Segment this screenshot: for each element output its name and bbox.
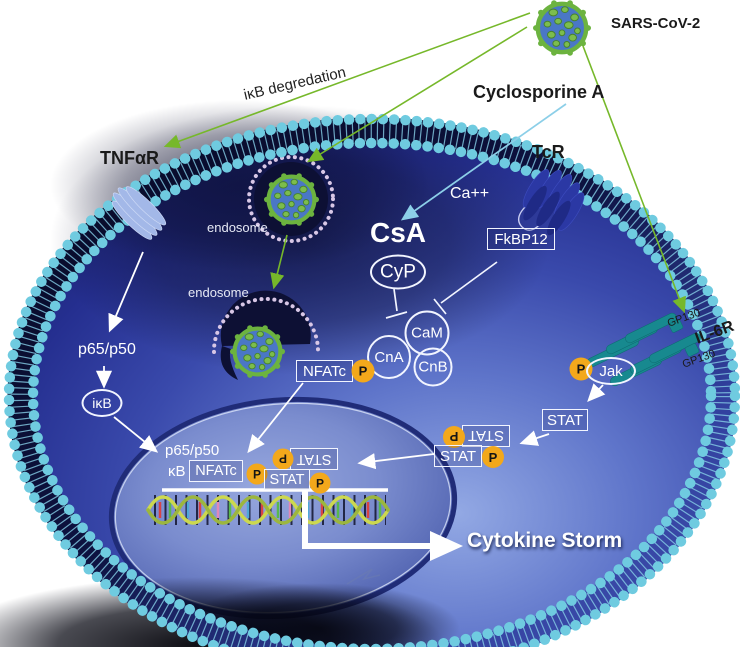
cyp-ellipse: CyP bbox=[370, 254, 426, 290]
tcr-label: TcR bbox=[532, 142, 565, 162]
tnfar-receptor-icon bbox=[111, 186, 167, 240]
ikb-degradation-arrow bbox=[163, 12, 531, 149]
tnfar-signal-arrow bbox=[108, 251, 144, 333]
fkbp12-inhibition-tbar bbox=[433, 261, 498, 315]
p65-cytoplasm-label: p65/p50 bbox=[78, 341, 136, 358]
cyclosporine-csa-arrow bbox=[400, 103, 567, 221]
stat-dimer-bottom-phospho-badge: P bbox=[482, 446, 504, 468]
nfatc-phospho-badge: P bbox=[351, 359, 375, 383]
stat-dimer-bottom-box: STAT bbox=[434, 445, 482, 467]
stat-dimer-top-box: STAT bbox=[462, 425, 510, 447]
ikb-ellipse: iκB bbox=[81, 389, 123, 417]
dimer-nucleus-arrow bbox=[357, 453, 435, 470]
cytokine-storm-arrow bbox=[302, 490, 463, 561]
cnb-circle: CnB bbox=[413, 347, 453, 387]
virus-label: SARS-CoV-2 bbox=[611, 15, 701, 32]
csa-label: CsA bbox=[370, 217, 427, 248]
nfatc-nucleus-phospho-badge: P bbox=[246, 463, 268, 485]
cell-membrane bbox=[3, 113, 740, 647]
kb-site-label: κB bbox=[168, 463, 186, 480]
cyclosporine-label: Cyclosporine A bbox=[473, 82, 605, 102]
nfatc-nucleus-box: NFATc bbox=[189, 460, 243, 482]
cytokine-storm-label: Cytokine Storm bbox=[467, 529, 623, 552]
stat-nucleus-top-box: STAT bbox=[290, 448, 338, 470]
decorative-glyph bbox=[346, 568, 381, 585]
calcium-label: Ca++ bbox=[450, 185, 490, 202]
endosome-top-label: endosome bbox=[207, 220, 268, 235]
stat-nucleus-bottom-phospho-badge: P bbox=[309, 472, 331, 494]
endosome-bottom-label: endosome bbox=[188, 285, 249, 300]
ikb-nucleus-arrow bbox=[113, 416, 159, 453]
stat-nucleus-bottom-box: STAT bbox=[264, 469, 310, 490]
sars-virion-icon bbox=[533, 0, 591, 55]
virus-il6r-arrow bbox=[582, 45, 686, 314]
fkbp12-box: FkBP12 bbox=[487, 228, 555, 250]
cna-circle: CnA bbox=[367, 335, 411, 379]
nfatc-cytoplasm-box: NFATc bbox=[296, 360, 353, 382]
jak-ellipse: Jak bbox=[586, 357, 636, 385]
nfatc-nucleus-arrow bbox=[247, 382, 304, 454]
tnfar-label: TNFαR bbox=[100, 148, 160, 168]
jak-stat-arrow bbox=[587, 383, 606, 402]
stat-nucleus-top-phospho-badge: P bbox=[272, 448, 294, 470]
tcr-receptor-icon bbox=[518, 169, 585, 236]
endosome-release-arrow bbox=[270, 234, 288, 290]
stat-box: STAT bbox=[542, 409, 588, 431]
p65-nucleus-label: p65/p50 bbox=[165, 442, 220, 459]
stat-dimer-arrow bbox=[519, 430, 550, 446]
virus-endosome-arrow bbox=[306, 26, 528, 163]
cyp-inhibition-tbar bbox=[385, 288, 408, 319]
